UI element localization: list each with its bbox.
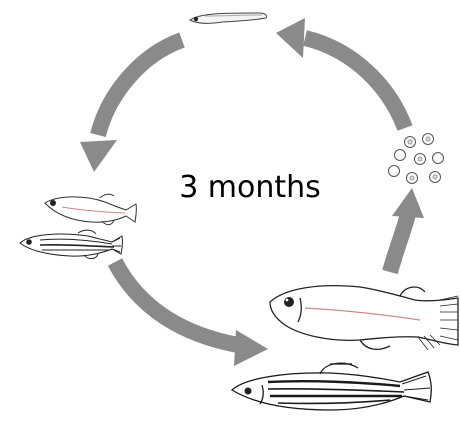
juvenile-fish-icon [45,194,136,224]
eggs-icon [389,134,444,184]
arrow-head-larva-to-juvenile [80,140,117,172]
arrow-adult-to-eggs [390,214,408,272]
striped-adult-fish-icon [232,363,431,410]
larva-icon [190,13,267,23]
arrow-eggs-to-larva [305,38,405,128]
adult-fish-icon [270,286,458,350]
arrow-juvenile-to-adult [115,262,238,345]
arrow-head-juvenile-to-adult [234,330,268,366]
striped-juvenile-fish-icon [20,230,122,259]
arrow-larva-to-juvenile [98,40,182,135]
arrow-head-eggs-to-larva [276,18,305,58]
cycle-duration-label: 3 months [150,168,350,208]
arrow-head-adult-to-eggs [392,188,424,218]
